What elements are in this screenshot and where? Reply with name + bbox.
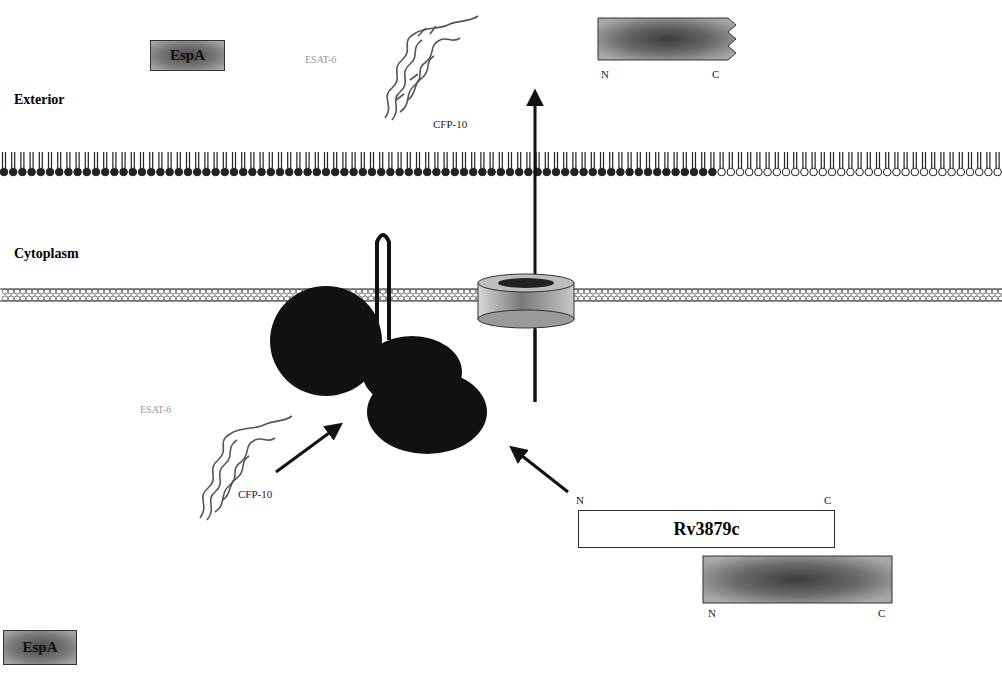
protein-label: ESAT-6	[140, 404, 171, 415]
protein-label: ESAT-6	[305, 54, 336, 65]
terminus-label: C	[824, 494, 831, 506]
export-arrow-stem	[534, 330, 537, 402]
region-label: Exterior	[14, 92, 65, 108]
terminus-label: N	[576, 494, 584, 506]
node-text: Rv3879c	[674, 519, 740, 540]
export-arrow	[534, 92, 537, 402]
node-text: EspA	[170, 47, 205, 64]
protein-box: EspA	[150, 40, 225, 71]
binding-arrow	[276, 425, 340, 472]
region-label: Cytoplasm	[14, 246, 79, 262]
node-text: EspA	[22, 639, 57, 656]
grey-protein-box	[598, 18, 736, 60]
protein-ribbon	[200, 416, 292, 520]
secretion-complex	[270, 286, 487, 454]
terminus-label: C	[712, 68, 719, 80]
terminus-label: N	[708, 607, 716, 619]
binding-arrow	[512, 448, 568, 492]
membrane-channel	[478, 274, 574, 328]
grey-protein-box	[703, 556, 892, 603]
protein-box: Rv3879c	[578, 510, 835, 548]
protein-label: CFP-10	[432, 118, 468, 130]
protein-ribbon	[385, 16, 478, 120]
terminus-label: N	[601, 68, 609, 80]
protein-box: EspA	[3, 630, 77, 665]
protein-label: CFP-10	[237, 488, 273, 500]
terminus-label: C	[878, 607, 885, 619]
outer-lipid-layer	[0, 152, 1001, 176]
